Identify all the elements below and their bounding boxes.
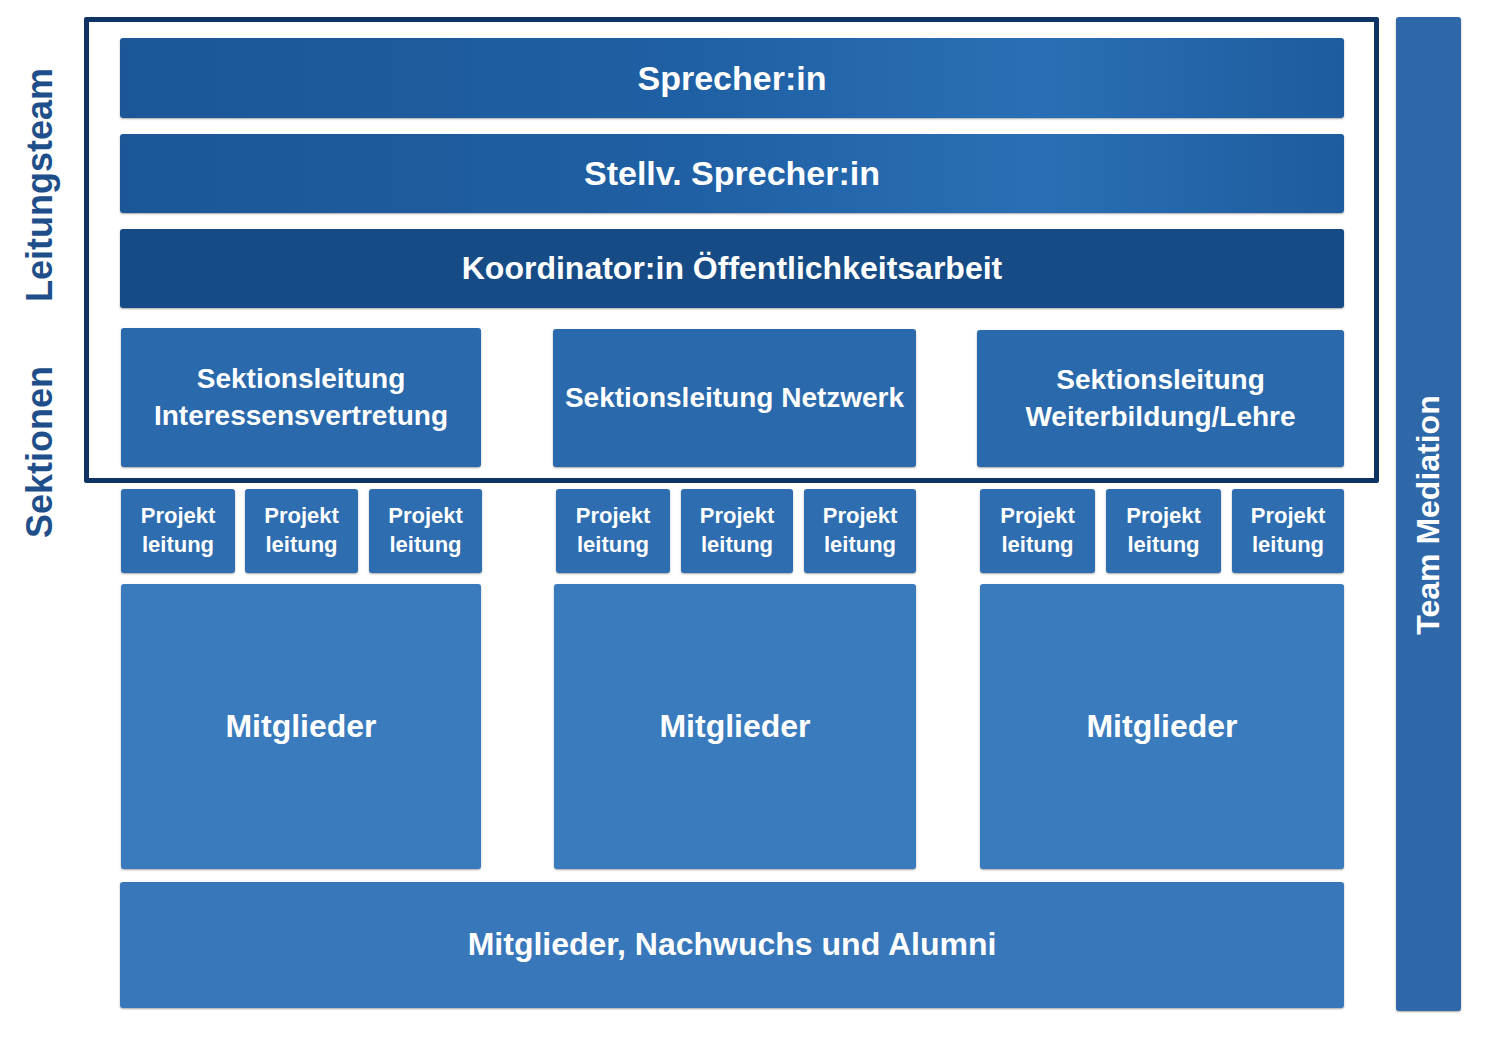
org-box: Projekt leitung	[804, 489, 916, 573]
node-text: Mitglieder	[653, 706, 816, 748]
node-text: Projekt leitung	[681, 502, 793, 559]
org-box: Projekt leitung	[369, 489, 482, 573]
node-text: Projekt leitung	[556, 502, 670, 559]
section-label: Sektionen	[18, 342, 62, 562]
org-box: Mitglieder	[554, 584, 916, 869]
node-text: Sprecher:in	[632, 56, 833, 100]
node-text: Projekt leitung	[804, 502, 916, 559]
node-text: Projekt leitung	[1106, 502, 1221, 559]
node-text: Mitglieder	[219, 706, 382, 748]
org-box: Koordinator:in Öffentlichkeitsarbeit	[120, 229, 1344, 308]
org-box: Sektionsleitung Netzwerk	[553, 329, 916, 467]
org-box: Sektionsleitung Interessensvertretung	[121, 328, 481, 467]
node-text: Team Mediation	[1406, 355, 1450, 675]
node-text: Koordinator:in Öffentlichkeitsarbeit	[456, 248, 1008, 290]
node-text: Projekt leitung	[121, 502, 235, 559]
node-text: Sektionsleitung Netzwerk	[559, 380, 910, 416]
org-box: Sprecher:in	[120, 38, 1344, 118]
org-box: Projekt leitung	[980, 489, 1095, 573]
org-box: Stellv. Sprecher:in	[120, 134, 1344, 213]
node-text: Projekt leitung	[369, 502, 482, 559]
org-box: Mitglieder, Nachwuchs und Alumni	[120, 882, 1344, 1008]
node-text: Sektionsleitung Weiterbildung/Lehre	[977, 362, 1344, 435]
node-text: Projekt leitung	[1232, 502, 1344, 559]
node-text: Leitungsteam	[18, 55, 62, 315]
org-box: Projekt leitung	[681, 489, 793, 573]
org-box: Projekt leitung	[1232, 489, 1344, 573]
org-box: Projekt leitung	[1106, 489, 1221, 573]
node-text: Sektionsleitung Interessensvertretung	[121, 361, 481, 434]
side-band: Team Mediation	[1396, 17, 1461, 1011]
node-text: Stellv. Sprecher:in	[578, 151, 886, 195]
org-box: Mitglieder	[121, 584, 481, 869]
node-text: Projekt leitung	[245, 502, 358, 559]
team-frame: LeitungsteamSprecher:inStellv. Sprecher:…	[84, 17, 1379, 483]
org-box: Projekt leitung	[556, 489, 670, 573]
node-text: Mitglieder	[1080, 706, 1243, 748]
org-box: Projekt leitung	[245, 489, 358, 573]
org-box: Projekt leitung	[121, 489, 235, 573]
node-text: Mitglieder, Nachwuchs und Alumni	[462, 924, 1003, 966]
org-box: Mitglieder	[980, 584, 1344, 869]
node-text: Projekt leitung	[980, 502, 1095, 559]
org-box: Sektionsleitung Weiterbildung/Lehre	[977, 330, 1344, 467]
